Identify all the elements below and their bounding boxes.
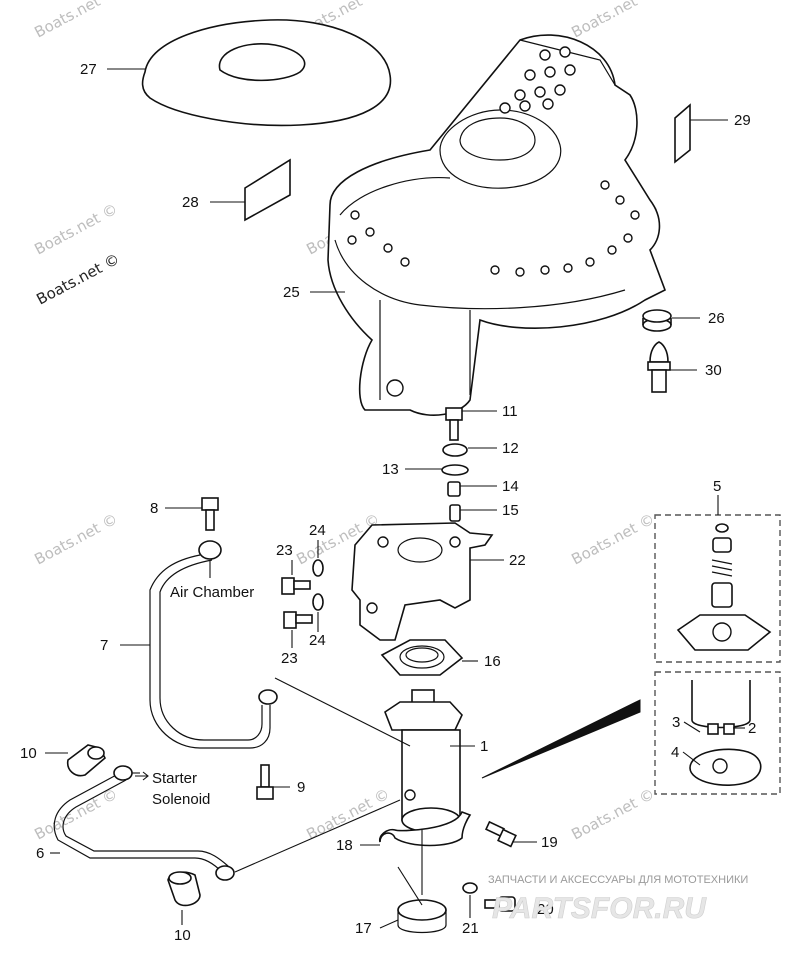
callout-16: 16 (484, 653, 501, 670)
part-14-spacer (447, 481, 461, 497)
watermark: Boats.net © (31, 0, 120, 42)
callout-22: 22 (509, 552, 526, 569)
part-18-strap (378, 810, 472, 847)
callout-7: 7 (100, 637, 108, 654)
part-28-decal (244, 158, 291, 222)
callout-6: 6 (36, 845, 44, 862)
callout-18: 18 (336, 837, 353, 854)
brand-tagline: ЗАПЧАСТИ И АКСЕССУАРЫ ДЛЯ МОТОТЕХНИКИ (488, 874, 748, 886)
part-10-cap-lower (167, 871, 201, 907)
callout-11: 11 (502, 403, 518, 420)
part-7-hose (149, 554, 278, 749)
cover-holes (347, 46, 640, 277)
callout-26: 26 (708, 310, 725, 327)
callout-23-lower: 23 (281, 650, 298, 667)
part-23-bolt-lower (283, 611, 313, 629)
part-17-band (397, 899, 447, 934)
part-26-grommet (642, 309, 672, 332)
callout-27: 27 (80, 61, 97, 78)
part-1-starter-motor (384, 689, 463, 833)
part-25-flywheel-cover (327, 34, 667, 416)
part-10-cap-upper (66, 744, 106, 777)
callout-21: 21 (462, 920, 479, 937)
watermark: Boats.net © (568, 0, 657, 42)
callout-29: 29 (734, 112, 751, 129)
part-4-brush-plate (689, 748, 762, 786)
part-3-2-brush-holder (691, 680, 751, 735)
callout-25: 25 (283, 284, 300, 301)
part-23-bolt-upper (281, 577, 311, 595)
part-22-bracket (351, 522, 494, 641)
part-11-bolt (445, 407, 463, 441)
watermark: Boats.net © (31, 510, 120, 569)
label-starter: Starter (152, 770, 197, 787)
part-15-pin (449, 504, 461, 522)
watermark: Boats.net © (31, 200, 120, 259)
watermark: Boats.net © (31, 785, 120, 844)
part-9-bolt (256, 764, 274, 800)
part-5-drive-assembly (676, 523, 772, 651)
callout-23-upper: 23 (276, 542, 293, 559)
callout-10-lower: 10 (174, 927, 191, 944)
callout-12: 12 (502, 440, 519, 457)
callout-numbers: 27 29 28 25 26 30 11 12 13 14 15 8 5 23 … (20, 61, 756, 944)
leader-lines (45, 68, 745, 929)
callout-24-upper: 24 (309, 522, 326, 539)
watermark-dark: Boats.net © (33, 250, 122, 309)
watermark: Boats.net © (568, 510, 657, 569)
callout-14: 14 (502, 478, 519, 495)
callout-10-upper: 10 (20, 745, 37, 762)
callout-17: 17 (355, 920, 372, 937)
callout-5: 5 (713, 478, 721, 495)
callout-19: 19 (541, 834, 558, 851)
part-27-pad (141, 19, 392, 127)
watermark: Boats.net © (568, 785, 657, 844)
callout-2: 2 (748, 720, 756, 737)
part-21-nut (462, 882, 478, 894)
callout-8: 8 (150, 500, 158, 517)
callout-9: 9 (297, 779, 305, 796)
part-8-bolt (198, 497, 222, 560)
callout-30: 30 (705, 362, 722, 379)
inset-box-brushes (654, 671, 781, 795)
arrow-starter (135, 771, 149, 781)
callout-1: 1 (480, 738, 488, 755)
callout-3: 3 (672, 714, 680, 731)
watermark: Boats.net © (303, 785, 392, 844)
part-20-bolt (484, 896, 516, 912)
part-6-lead (53, 765, 235, 881)
part-12-washer (442, 443, 468, 457)
callout-13: 13 (382, 461, 399, 478)
label-solenoid: Solenoid (152, 791, 210, 808)
part-16-gasket (380, 639, 464, 676)
part-29-decal (674, 103, 691, 164)
part-24-washer-lower (312, 593, 324, 611)
callout-4: 4 (671, 744, 679, 761)
callout-20: 20 (537, 901, 554, 918)
callout-28: 28 (182, 194, 199, 211)
brand-logo: PARTSFOR.RU (492, 892, 707, 925)
part-19-bolt (484, 820, 517, 848)
part-13-washer (441, 464, 469, 476)
callout-15: 15 (502, 502, 519, 519)
callout-24-lower: 24 (309, 632, 326, 649)
part-30-plug (647, 341, 671, 393)
label-air-chamber: Air Chamber (170, 584, 254, 601)
part-24-washer-upper (312, 559, 324, 577)
inset-pointer (481, 699, 641, 779)
